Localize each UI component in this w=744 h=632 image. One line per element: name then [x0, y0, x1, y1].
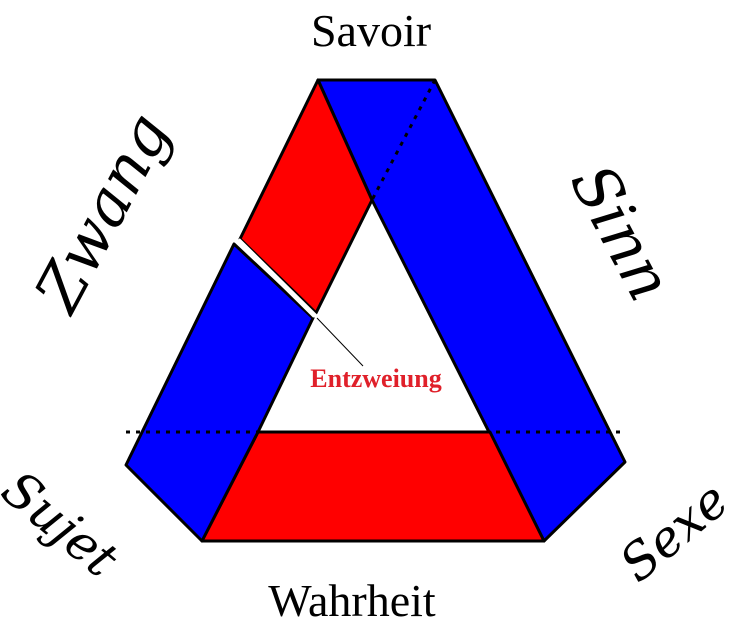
label-sujet: Sujet	[0, 459, 130, 589]
left-blue-band	[124, 242, 315, 543]
label-sinn: Sinn	[556, 152, 687, 312]
label-sexe: Sexe	[609, 471, 739, 594]
label-wahrheit: Wahrheit	[268, 575, 436, 626]
bottom-red-band	[200, 430, 546, 543]
label-entzweiung: Entzweiung	[310, 364, 441, 393]
label-zwang: Zwang	[19, 101, 184, 325]
dotted-edge-top	[370, 79, 437, 201]
label-savoir: Savoir	[311, 5, 431, 56]
left-red-band	[238, 78, 374, 315]
entzweiung-pointer	[316, 317, 364, 367]
left-band-gap	[236, 238, 317, 318]
